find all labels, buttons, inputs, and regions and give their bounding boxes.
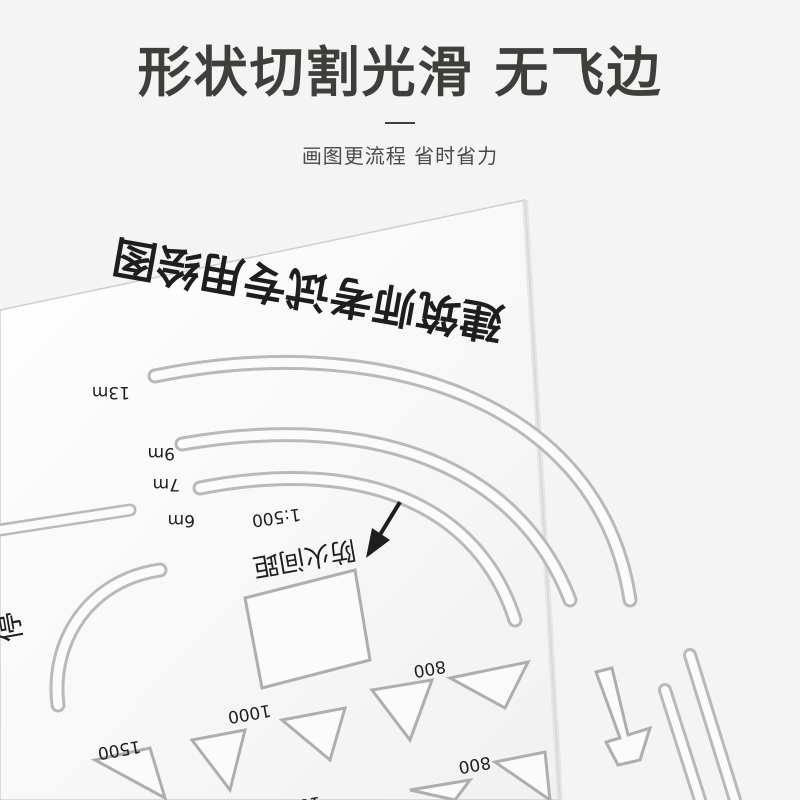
edge-glyph: 停 (0, 609, 30, 645)
arrow-cutout (594, 666, 653, 767)
dimension-label-1000-b: 1000 (276, 792, 322, 800)
radius-label-7m: 7m (153, 474, 180, 494)
radius-label-6m: 6m (168, 510, 195, 530)
header: 形状切割光滑 无飞边 画图更流程 省时省力 (0, 0, 800, 200)
divider (385, 122, 415, 124)
stencil-plate (0, 199, 561, 800)
headline: 形状切割光滑 无飞边 (137, 41, 663, 104)
vertical-slots (658, 648, 742, 800)
radius-label-9m: 9m (148, 443, 175, 463)
subheadline: 画图更流程 省时省力 (301, 144, 499, 168)
pointer-arrow-icon (366, 500, 402, 558)
square-cutout (243, 568, 372, 690)
radius-slots (0, 354, 638, 713)
radius-label-13m: 13m (92, 382, 130, 402)
triangle-cutouts (90, 659, 552, 800)
